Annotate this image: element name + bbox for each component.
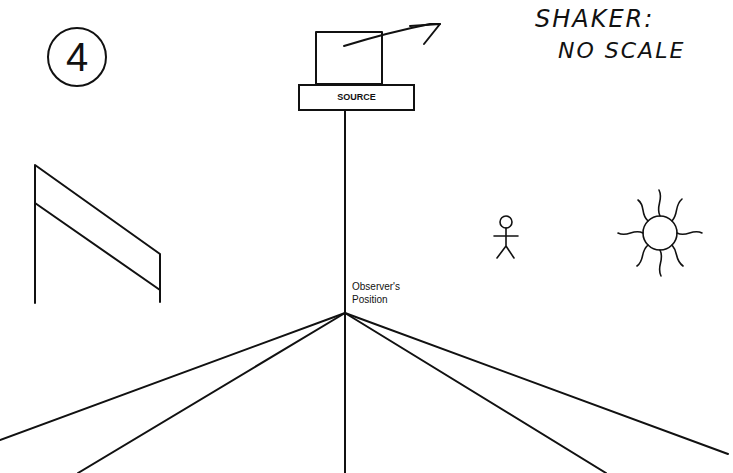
- scale-note: NO SCALE: [556, 37, 687, 66]
- sight-line: [0, 313, 345, 440]
- north-letter-band: [35, 203, 160, 290]
- title-note: SHAKER:: [533, 4, 656, 35]
- shaker-pointer-head: [410, 24, 440, 44]
- north-letter-outline: [35, 165, 160, 303]
- sight-line: [78, 313, 345, 473]
- position-label: Observer's Position: [350, 280, 424, 306]
- sun-symbol: [618, 190, 702, 276]
- shaker-pointer: [344, 24, 440, 46]
- source-box: SOURCE: [298, 84, 415, 111]
- stick-figure: [494, 216, 518, 258]
- shaker-box: [316, 32, 382, 84]
- symbol-numeral: 4: [66, 37, 88, 77]
- center-line: [344, 111, 346, 473]
- box-label: SOURCE: [337, 93, 376, 102]
- circled-symbol: 4: [47, 27, 107, 87]
- sight-line: [345, 313, 728, 454]
- sight-line: [345, 313, 606, 473]
